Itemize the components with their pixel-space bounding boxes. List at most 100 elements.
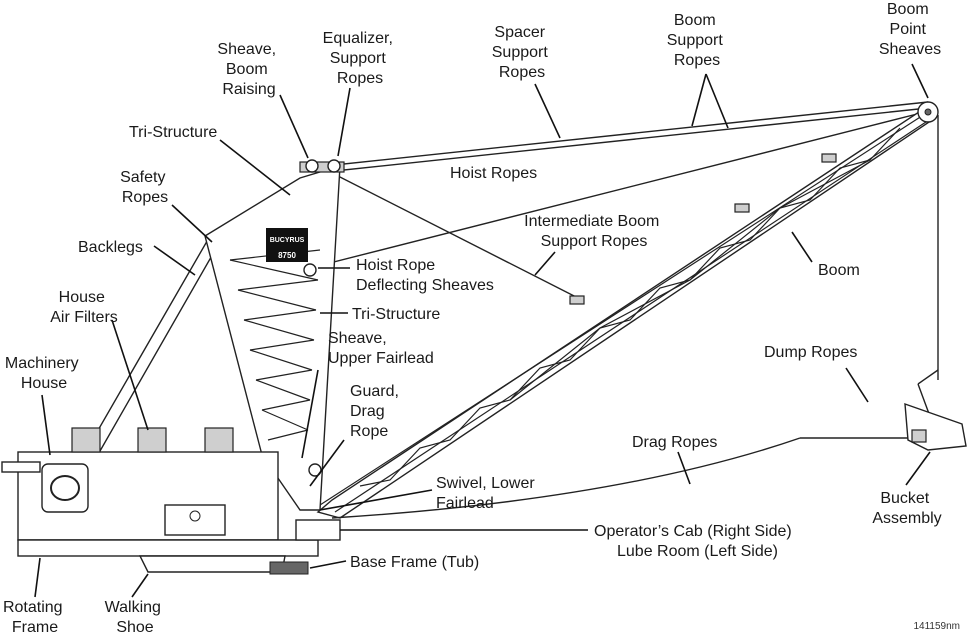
label-line: Sheaves [879,41,941,58]
label-boom-point-sheaves: Boom Point Sheaves [879,1,941,58]
label-sheave-boom-raising: Sheave, Boom Raising [217,41,280,98]
cab-sign: BUCYRUS 8750 [266,228,308,262]
base-frame-tub [269,561,309,575]
label-line: Safety [120,169,165,186]
label-rotating-frame: Rotating Frame [3,599,67,634]
leader-walking-shoe [131,573,149,598]
label-line: House [21,375,67,392]
label-guard-drag-rope: Guard, Drag Rope [350,383,403,440]
label-line: Raising [222,81,275,98]
leader-guard-drag-rope [309,439,345,487]
leader-lines [34,63,931,598]
leader-equalizer [337,87,351,157]
air-filter-2 [137,427,167,453]
label-line: Assembly [872,510,941,527]
cab-sign-panel [266,228,308,262]
label-line: Guard, [350,383,399,400]
house-logo-panel [41,463,89,513]
cab-sign-brand: BUCYRUS [270,237,305,244]
label-line: Boom [887,1,929,18]
boom-structure [316,107,937,519]
label-base-frame: Base Frame (Tub) [350,554,479,571]
hoist-deflecting-sheave [303,263,317,277]
leader-boom-support-2 [691,73,707,127]
boom-point-sheaves [917,101,939,123]
house-door [164,504,226,536]
hoist-rope [309,111,926,269]
leader-base-frame [309,560,347,569]
dragline-machine: BUCYRUS 8750 [1,101,967,575]
label-drag-ropes: Drag Ropes [632,434,717,451]
boom-bracket-1 [569,295,585,305]
leader-boom-support-1 [705,73,729,129]
boom-top-chord [319,111,929,506]
leader-boom-point [911,63,929,99]
callout-labels: Sheave, Boom Raising Equalizer, Support … [3,1,960,634]
operators-cab-body [295,519,341,541]
label-line: Bucket [880,490,929,507]
boom-bracket-3 [821,153,837,163]
label-line: Rotating [3,599,63,616]
label-house-air-filters: House Air Filters [50,289,118,326]
label-line: Rope [350,423,388,440]
boom-support-rope-upper [324,101,929,167]
label-line: Walking [105,599,161,616]
label-line: Support [330,50,387,67]
label-sheave-upper-fairlead: Sheave, Upper Fairlead [328,330,434,367]
label-hoist-rope-deflecting-sheaves: Hoist Rope Deflecting Sheaves [356,257,494,294]
leader-bucket [905,451,931,486]
label-spacer-support-ropes: Spacer Support Ropes [492,24,553,81]
bucket-teeth [911,429,927,443]
label-line: Shoe [116,619,153,634]
intermediate-boom-support-rope [335,174,583,301]
boom-support-rope-lower [324,107,929,173]
label-walking-shoe: Walking Shoe [105,599,166,634]
label-line: Air Filters [50,309,118,326]
backleg [80,235,224,459]
label-line: Upper Fairlead [328,350,434,367]
walking-shoe-body [138,555,286,573]
figure-number: 141159nm [913,621,960,632]
label-line: Hoist Rope [356,257,435,274]
air-filter-3 [204,427,234,453]
label-intermediate-boom-support-ropes: Intermediate Boom Support Ropes [524,213,664,250]
label-swivel-lower-fairlead: Swivel, Lower Fairlead [436,475,539,512]
leader-drag-ropes [677,451,691,485]
cab-sign-model: 8750 [278,251,296,260]
leader-machinery-house [41,394,51,456]
leader-spacer [534,83,561,139]
label-operators-cab: Operator’s Cab (Right Side) Lube Room (L… [594,523,796,560]
leader-swivel [319,489,433,511]
bucket-body [904,402,967,451]
boom-mid-chord [509,159,871,401]
label-line: Frame [12,619,58,634]
dump-rope [917,369,939,385]
label-line: Ropes [337,70,383,87]
label-line: House [59,289,105,306]
label-line: Boom [226,61,268,78]
boom-lacing [359,127,901,487]
label-bucket-assembly: Bucket Assembly [872,490,941,527]
label-tri-structure-mid: Tri-Structure [352,306,440,323]
label-hoist-ropes: Hoist Ropes [450,165,537,182]
air-filter-1 [71,427,101,453]
house-rear-ledge [1,461,41,473]
leader-intermediate [534,251,556,276]
label-line: Spacer [494,24,545,41]
mast-diagonals [229,259,319,431]
label-line: Point [890,21,927,38]
label-line: Sheave, [328,330,387,347]
leader-tri-structure-top [219,139,291,196]
label-boom: Boom [818,262,860,279]
leader-air-filters [111,319,149,431]
label-safety-ropes: Safety Ropes [120,169,170,206]
label-line: Support [492,44,549,61]
drag-rope [331,437,801,519]
label-line: Machinery [5,355,79,372]
label-line: Support Ropes [541,233,648,250]
label-line: Ropes [674,52,720,69]
sheave-boom-raising-wheel [305,159,319,173]
leader-rotating-frame [34,557,41,598]
